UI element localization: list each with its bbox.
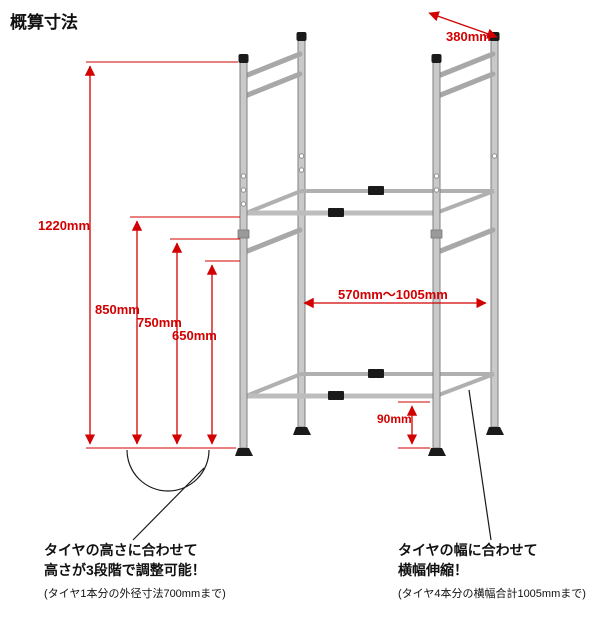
- back-right-post: [490, 39, 499, 428]
- side-rungs: [242, 51, 496, 255]
- height-range-arc: [126, 449, 210, 492]
- page-title: 概算寸法: [10, 13, 78, 32]
- post-cap: [431, 54, 442, 63]
- back-left-post: [297, 39, 306, 428]
- telescope-clamp: [328, 208, 344, 217]
- front-right-post: [432, 61, 441, 449]
- telescope-clamp: [328, 391, 344, 400]
- height-annotation-line1: タイヤの高さに合わせて: [44, 542, 198, 558]
- adjust-holes: [240, 153, 498, 207]
- front-left-post: [239, 61, 248, 449]
- dim-label-650: 650mm: [172, 328, 217, 343]
- foot: [235, 448, 253, 456]
- height-annotation-line2: 高さが3段階で調整可能！: [44, 562, 206, 578]
- lower-shelf: [243, 369, 495, 400]
- dim-label-380: 380mm: [446, 29, 491, 44]
- dim-label-1220: 1220mm: [38, 218, 91, 233]
- foot: [293, 427, 311, 435]
- extension-lines: [86, 61, 430, 449]
- width-annotation-line1: タイヤの幅に合わせて: [398, 542, 538, 558]
- width-annotation: タイヤの幅に合わせて 横幅伸縮！ (タイヤ4本分の横幅合計1005mmまで): [398, 540, 586, 601]
- dim-label-750: 750mm: [137, 315, 182, 330]
- dim-label-width: 570mm～1005mm: [338, 287, 448, 302]
- adjust-collar: [237, 229, 250, 239]
- dim-label-90: 90mm: [377, 412, 412, 426]
- telescope-clamp: [368, 186, 384, 195]
- height-annotation-note: (タイヤ1本分の外径寸法700mmまで): [44, 588, 226, 600]
- width-annotation-line2: 横幅伸縮！: [398, 562, 468, 578]
- post-cap: [296, 32, 307, 41]
- right-leader-line: [468, 389, 492, 541]
- foot: [428, 448, 446, 456]
- width-annotation-note: (タイヤ4本分の横幅合計1005mmまで): [398, 588, 586, 600]
- foot: [486, 427, 504, 435]
- dim-label-850: 850mm: [95, 302, 140, 317]
- leader-lines: [126, 389, 492, 541]
- upper-shelf: [243, 186, 495, 217]
- height-annotation: タイヤの高さに合わせて 高さが3段階で調整可能！ (タイヤ1本分の外径寸法700…: [44, 540, 226, 601]
- post-cap: [238, 54, 249, 63]
- telescope-clamp: [368, 369, 384, 378]
- tire-rack-frame: [235, 32, 504, 456]
- dim-arrow-380: [428, 11, 498, 39]
- left-leader-line: [132, 467, 205, 541]
- dimension-arrows: [84, 11, 498, 445]
- adjust-collar: [430, 229, 443, 239]
